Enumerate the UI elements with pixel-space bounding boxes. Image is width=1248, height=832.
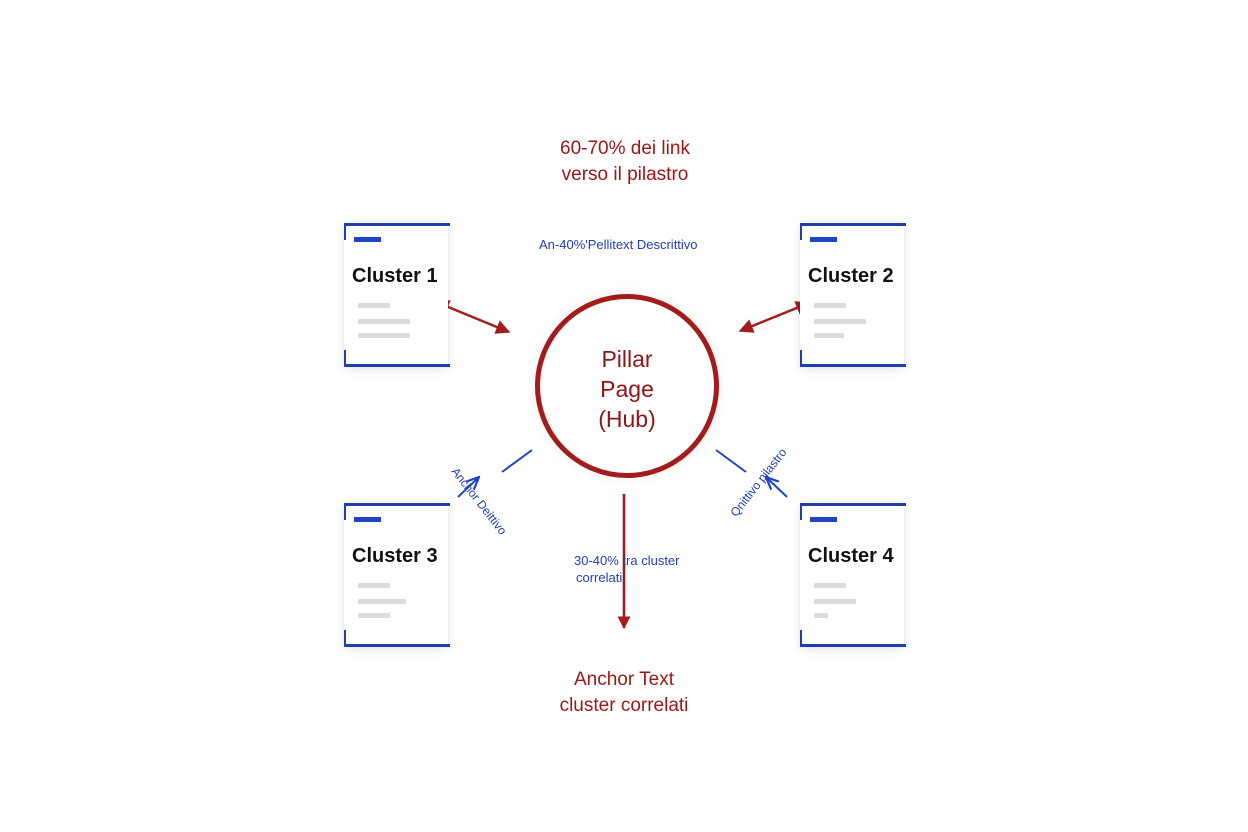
cluster-card-1: Cluster 1: [344, 223, 450, 367]
text-placeholder-line: [814, 303, 846, 308]
text-placeholder-line: [358, 333, 410, 338]
card-tag: [810, 517, 837, 522]
cluster-title: Cluster 4: [808, 545, 894, 567]
center-blue-note-line2: correlati: [576, 570, 623, 585]
arrow-cluster3-up: [457, 477, 479, 498]
bottom-note: Anchor Text cluster correlati: [504, 667, 744, 719]
cluster-card-4: Cluster 4: [800, 503, 906, 647]
text-placeholder-line: [814, 599, 856, 604]
bottom-note-line1: Anchor Text: [574, 669, 674, 690]
cluster-card-2: Cluster 2: [800, 223, 906, 367]
text-placeholder-line: [358, 613, 390, 618]
text-placeholder-line: [358, 319, 410, 324]
text-placeholder-line: [814, 333, 844, 338]
top-note-line2: verso il pilastro: [561, 164, 689, 185]
cluster-title: Cluster 3: [352, 545, 438, 567]
arrow-cluster2-hub: [738, 301, 811, 333]
text-placeholder-line: [814, 613, 828, 618]
card-tag: [354, 517, 381, 522]
arrow-cluster4-up: [766, 477, 788, 498]
text-placeholder-line: [358, 583, 390, 588]
center-blue-note-line1: 30-40% tra cluster: [574, 553, 680, 568]
cluster-title: Cluster 1: [352, 265, 438, 287]
cluster-title: Cluster 2: [808, 265, 894, 287]
cluster-card-3: Cluster 3: [344, 503, 450, 647]
line-hub-cluster3: [501, 449, 533, 473]
hub-label-line2: Page: [600, 376, 654, 402]
center-blue-note: 30-40% tra cluster correlati: [574, 552, 680, 586]
pillar-page-hub: Pillar Page (Hub): [535, 294, 719, 478]
text-placeholder-line: [358, 303, 390, 308]
text-placeholder-line: [814, 319, 866, 324]
hub-label-line3: (Hub): [598, 406, 656, 432]
hub-label: Pillar Page (Hub): [540, 344, 714, 434]
top-note: 60-70% dei link verso il pilastro: [505, 136, 745, 188]
hub-label-line1: Pillar: [601, 346, 653, 372]
text-placeholder-line: [814, 583, 846, 588]
top-note-line1: 60-70% dei link: [560, 138, 690, 159]
bottom-note-line2: cluster correlati: [559, 695, 689, 716]
arrow-cluster1-hub: [434, 300, 511, 334]
text-placeholder-line: [358, 599, 406, 604]
top-blue-note: An-40%'Pellitext Descrittivo: [539, 237, 698, 252]
line-hub-cluster4: [715, 449, 747, 473]
card-tag: [354, 237, 381, 242]
card-tag: [810, 237, 837, 242]
